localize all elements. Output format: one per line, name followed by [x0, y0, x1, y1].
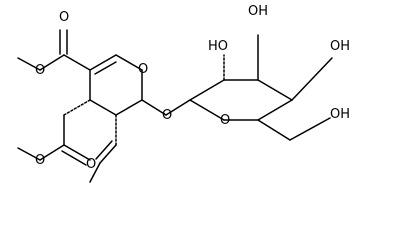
bond-c5p-ch2: [257, 119, 291, 141]
bond-c3-o: [115, 54, 143, 71]
bond-c1p-c2p: [189, 79, 225, 101]
bond-c4p-oh: [291, 57, 333, 101]
bond-side-methoxy: [17, 147, 41, 161]
atom-oh-c3: OH: [248, 4, 268, 19]
atom-o-side-ester-methoxy: O: [35, 153, 45, 168]
molecule-structure: O O O O O O O HO OH OH OH: [17, 4, 350, 183]
bond-c4p-c5p: [257, 99, 293, 121]
bond-vinyl-1: [99, 144, 117, 164]
bond-methyl-o: [17, 57, 41, 71]
bond-carbonyl-c4: [63, 54, 91, 71]
bond-c1-glycosidic-o: [141, 99, 167, 116]
atom-o-ester-methoxy: O: [35, 63, 45, 78]
bond-glycosidic-o-c1prime: [165, 99, 191, 116]
bond-c9-c5: [89, 99, 117, 116]
bond-side-carbonyl-c: [63, 144, 91, 161]
atom-o-ester-carbonyl: O: [59, 10, 69, 25]
bond-o-c1p: [189, 99, 225, 121]
atom-labels: O O O O O O O HO OH OH OH: [35, 4, 350, 172]
atom-oh-c4: OH: [330, 39, 350, 54]
bond-layer: [17, 29, 333, 183]
atom-ho-c2: HO: [208, 39, 228, 54]
bond-c1-c9: [115, 99, 143, 116]
atom-o-ring-pyran: O: [138, 62, 148, 77]
bond-ch2-oh: [289, 117, 331, 141]
atom-o-side-ester-carbonyl: O: [86, 157, 96, 172]
bond-c4-c3: [89, 54, 117, 71]
bond-side-carbonyl-double: [61, 150, 87, 166]
bond-side-carbonyl-o: [39, 144, 65, 161]
bond-c3p-c4p: [257, 79, 293, 101]
atom-o-ring-sugar: O: [220, 113, 230, 128]
bond-vinyl-double: [95, 140, 113, 160]
atom-oh-c6: OH: [330, 107, 350, 122]
atom-o-glycosidic: O: [162, 108, 172, 123]
bond-vinyl-2: [89, 162, 101, 183]
bond-c5-ch2: [63, 99, 91, 116]
bond-o-carbonyl-c: [39, 54, 65, 71]
bond-c3-c3-inner: [94, 61, 117, 75]
